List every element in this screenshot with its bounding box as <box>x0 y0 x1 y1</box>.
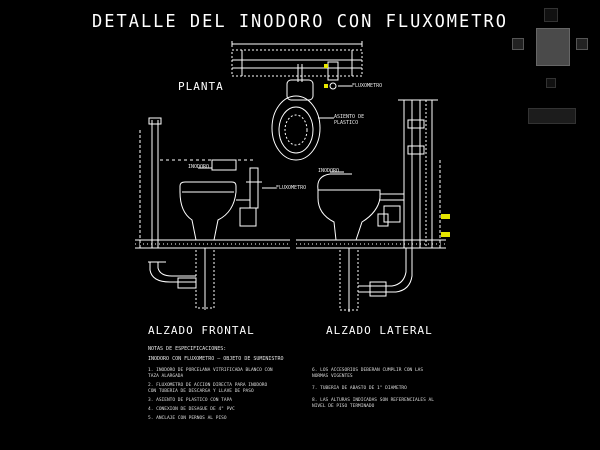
note-item: 4. CONEXION DE DESAGUE DE 4" PVC <box>148 407 235 412</box>
callout-inodoro-side: INODORO <box>318 168 340 174</box>
note-item: 5. ANCLAJE CON PERNOS AL PISO <box>148 416 227 421</box>
plan-view <box>231 41 363 161</box>
front-elevation-label: ALZADO FRONTAL <box>148 324 255 337</box>
accent-marks <box>324 64 450 237</box>
notes-right-list: 6. LOS ACCESORIOS DEBERAN CUMPLIR CON LA… <box>312 368 442 416</box>
side-elevation-label: ALZADO LATERAL <box>326 324 433 337</box>
callout-asiento: ASIENTO DE PLASTICO <box>334 114 365 126</box>
viewer-thumbnail[interactable] <box>536 28 570 66</box>
viewer-action-button[interactable] <box>528 108 576 124</box>
notes-left-list: 1. INODORO DE PORCELANA VITRIFICADA BLAN… <box>148 368 278 425</box>
notes-subheading: INODORO CON FLUXOMETRO — OBJETO DE SUMIN… <box>148 356 284 362</box>
callout-inodoro-front: INODORO <box>188 164 210 170</box>
note-item: 3. ASIENTO DE PLASTICO CON TAPA <box>148 398 232 403</box>
front-elevation <box>135 117 290 310</box>
viewer-prev-icon[interactable] <box>512 38 524 50</box>
note-item: 1. INODORO DE PORCELANA VITRIFICADA BLAN… <box>148 368 273 379</box>
note-item: 2. FLUXOMETRO DE ACCION DIRECTA PARA INO… <box>148 383 268 394</box>
callout-fluxometro-plan: FLUXOMETRO <box>352 83 383 89</box>
viewer-menu-icon[interactable] <box>544 8 558 22</box>
note-item: 6. LOS ACCESORIOS DEBERAN CUMPLIR CON LA… <box>312 368 424 379</box>
callout-fluxometro-front: FLUXOMETRO <box>276 185 307 191</box>
viewer-next-icon[interactable] <box>576 38 588 50</box>
plan-label: PLANTA <box>178 80 224 93</box>
side-elevation <box>296 99 446 312</box>
viewer-dot-icon[interactable] <box>546 78 556 88</box>
notes-heading: NOTAS DE ESPECIFICACIONES: <box>148 346 227 352</box>
drawing-title: DETALLE DEL INODORO CON FLUXOMETRO <box>92 11 508 33</box>
note-item: 8. LAS ALTURAS INDICADAS SON REFERENCIAL… <box>312 398 434 409</box>
note-item: 7. TUBERIA DE ABASTO DE 1" DIAMETRO <box>312 386 407 391</box>
